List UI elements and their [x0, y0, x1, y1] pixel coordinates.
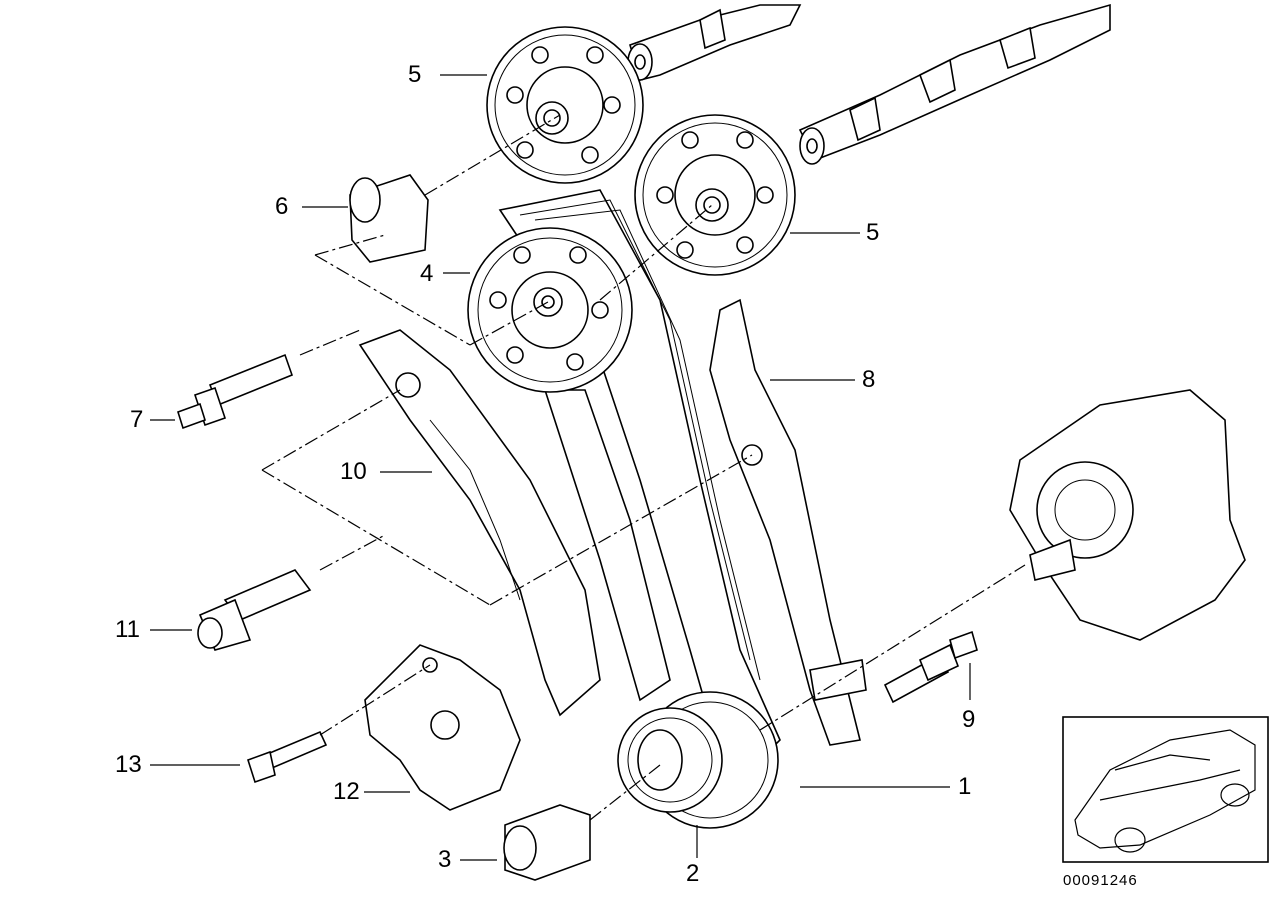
bolt-13: [247, 730, 328, 784]
assembly-lines: [261, 114, 1026, 821]
timing-chains: [498, 189, 781, 792]
callout-11: 11: [115, 616, 140, 643]
guide-rail-8: [709, 298, 867, 746]
callout-8: 8: [862, 366, 876, 393]
guide-pin-11: [197, 569, 312, 651]
callout-10: 10: [340, 458, 367, 485]
callout-1: 1: [958, 773, 972, 800]
camshaft-sprocket-upper: [486, 26, 644, 184]
car-thumbnail: [1062, 716, 1269, 863]
camshaft-sprocket-lower: [634, 114, 796, 276]
crankshaft-sprocket-2: [617, 691, 779, 829]
callout-7: 7: [130, 406, 144, 433]
callout-3: 3: [438, 846, 452, 873]
sleeve-3: [503, 804, 591, 881]
high-pressure-pump: [1009, 389, 1246, 641]
sleeve-6: [349, 174, 429, 263]
callout-2: 2: [686, 860, 700, 887]
callout-13: 13: [115, 751, 142, 778]
sprocket-4: [467, 227, 633, 393]
callout-12: 12: [333, 778, 360, 805]
callout-9: 9: [962, 706, 976, 733]
tensioner-rail-10: [358, 329, 601, 717]
camshaft-upper: [627, 4, 802, 81]
chain-tensioner-12: [364, 644, 521, 811]
bolt-7: [177, 353, 294, 430]
callout-5-upper: 5: [408, 61, 422, 88]
stud-9: [883, 630, 978, 704]
camshaft-lower: [798, 3, 1111, 165]
callout-6: 6: [275, 193, 289, 220]
callout-4: 4: [420, 260, 434, 287]
reference-number: 00091246: [1063, 872, 1138, 889]
callout-5-lower: 5: [866, 219, 880, 246]
leader-lines: [150, 74, 971, 861]
